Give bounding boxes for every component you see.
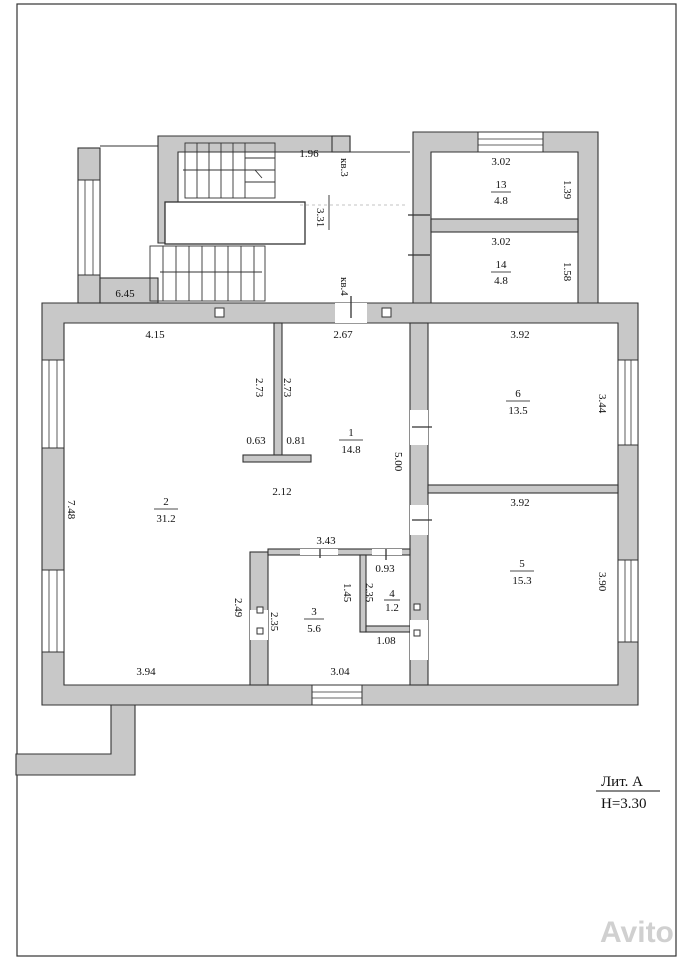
dim-2-49: 2.49 [232, 598, 244, 618]
dim-1-45: 1.45 [341, 583, 353, 603]
window [617, 359, 639, 446]
room-6-area: 13.5 [508, 405, 528, 417]
dim-1-96: 1.96 [299, 148, 319, 160]
dim-7-48: 7.48 [65, 500, 77, 520]
dim-0-93: 0.93 [375, 563, 395, 575]
window [41, 569, 65, 653]
dim-2-67: 2.67 [333, 329, 353, 341]
walls [15, 131, 639, 776]
dim-3-02a: 3.02 [491, 156, 510, 168]
partition-wc-bottom [365, 625, 411, 633]
porch-wall [99, 277, 159, 304]
dim-1-58: 1.58 [561, 262, 573, 282]
flat-label-3: кв.3 [338, 158, 350, 177]
dim-0-81: 0.81 [286, 435, 305, 447]
room-1-area: 14.8 [341, 444, 361, 456]
stair-corner [331, 135, 351, 153]
annex-divider [430, 218, 579, 233]
windows [41, 131, 639, 706]
partition-wc-left [359, 554, 367, 633]
window [311, 684, 363, 706]
height-label: Н=3.30 [601, 796, 647, 812]
room-2-area: 31.2 [156, 513, 175, 525]
room-13-area: 4.8 [494, 195, 508, 207]
dim-6-45: 6.45 [115, 288, 135, 300]
litera-label: Лит. А [601, 774, 643, 790]
avito-watermark: Avito [600, 916, 674, 949]
room-labels: 1 14.8 2 31.2 3 5.6 4 1.2 5 15.3 6 13.5 … [154, 179, 534, 635]
dimensions: 1.96 3.31 3.02 1.39 3.02 1.58 6.45 4.15 … [65, 148, 608, 678]
dim-3-02b: 3.02 [491, 236, 510, 248]
door-leaves [319, 214, 432, 560]
dim-3-31: 3.31 [314, 208, 326, 227]
room-1-num: 1 [348, 427, 354, 439]
dim-2-35b: 2.35 [268, 612, 280, 632]
dim-3-44: 3.44 [596, 394, 608, 414]
dim-0-63: 0.63 [246, 435, 266, 447]
window [617, 559, 639, 643]
staircase [100, 142, 410, 302]
dim-4-15: 4.15 [145, 329, 165, 341]
partition-stub [273, 322, 283, 456]
dim-3-43: 3.43 [316, 535, 336, 547]
room-4-num: 4 [389, 588, 395, 600]
dim-3-04: 3.04 [330, 666, 350, 678]
partition-t [242, 454, 312, 463]
room-3-area: 5.6 [307, 623, 321, 635]
sheet-frame [16, 3, 677, 957]
window [41, 359, 65, 449]
window-mullions [48, 138, 632, 699]
partition-5-6 [427, 484, 619, 494]
room-5-num: 5 [519, 558, 525, 570]
room-13-num: 13 [496, 179, 508, 191]
room-6-num: 6 [515, 388, 521, 400]
entrance-step [15, 704, 136, 776]
partition-room3-top [267, 548, 411, 556]
dim-2-35a: 2.35 [363, 583, 375, 603]
dim-2-12: 2.12 [272, 486, 291, 498]
dim-3-90: 3.90 [596, 572, 608, 592]
room-14-area: 4.8 [494, 275, 508, 287]
dim-2-73a: 2.73 [253, 378, 265, 398]
room-2-num: 2 [163, 496, 169, 508]
dim-1-08: 1.08 [376, 635, 396, 647]
dim-3-92b: 3.92 [510, 497, 529, 509]
dim-1-39: 1.39 [561, 180, 573, 200]
window [477, 131, 544, 153]
vent-markers [214, 307, 421, 637]
dim-5-00: 5.00 [392, 452, 404, 472]
room-5-area: 15.3 [512, 575, 532, 587]
room-14-num: 14 [496, 259, 508, 271]
dim-2-73b: 2.73 [281, 378, 293, 398]
outer-wall [41, 302, 639, 706]
flat-label-4: кв.4 [338, 277, 350, 296]
window [77, 179, 101, 276]
room-3-num: 3 [311, 606, 317, 618]
dim-3-92a: 3.92 [510, 329, 529, 341]
room-4-area: 1.2 [385, 602, 399, 614]
dim-3-94: 3.94 [136, 666, 156, 678]
